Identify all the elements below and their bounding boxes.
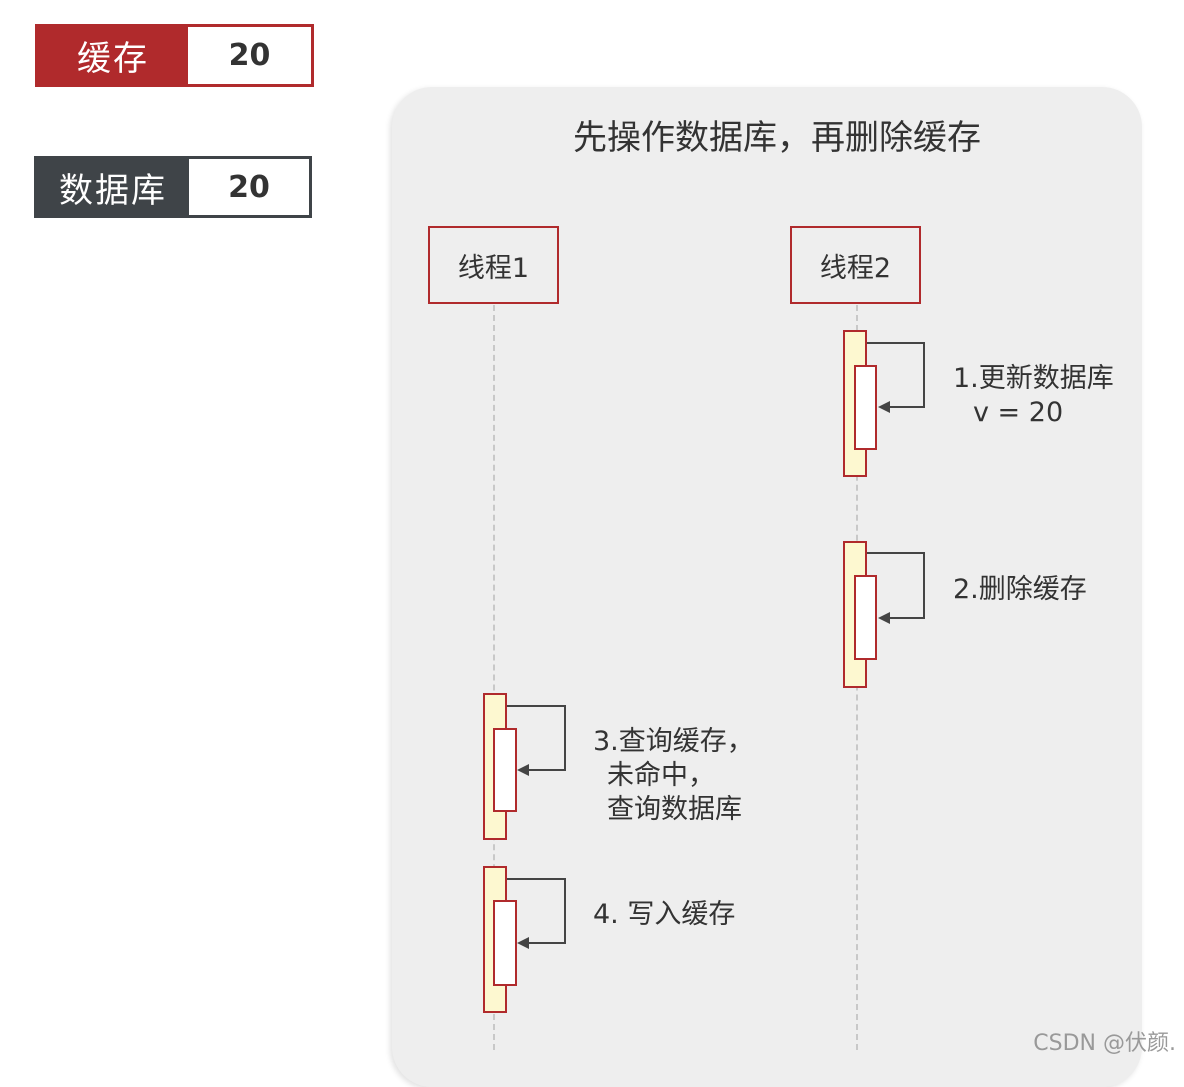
self-message-arrows [507,342,925,949]
self-arrow-step4 [507,878,566,949]
step2-note: 2.删除缓存 [953,574,1087,605]
database-value: 20 [189,159,309,215]
diagram-title: 先操作数据库，再删除缓存 [573,118,981,158]
step3-note: 3.查询缓存， 未命中， 查询数据库 [593,726,754,825]
activation-inner-step1 [854,365,877,450]
self-arrow-step2 [867,552,925,624]
activation-inner-step2 [854,575,877,660]
activation-inner-step3 [493,728,517,812]
thread2-lifeline-head: 线程2 [790,226,921,304]
cache-value-box: 缓存 20 [35,24,314,87]
cache-value: 20 [188,27,311,84]
step1-note: 1.更新数据库 v = 20 [953,363,1114,428]
database-label: 数据库 [59,170,167,211]
database-value-box: 数据库 20 [34,156,312,218]
thread1-lifeline-head: 线程1 [428,226,559,304]
self-arrow-step1 [867,342,925,413]
cache-label: 缓存 [77,39,149,79]
thread1-lifeline [493,305,495,1050]
activation-inner-step4 [493,900,517,986]
self-arrow-step3 [507,705,566,776]
watermark: CSDN @伏颜. [1033,1031,1176,1056]
step4-note: 4. 写入缓存 [593,899,736,930]
